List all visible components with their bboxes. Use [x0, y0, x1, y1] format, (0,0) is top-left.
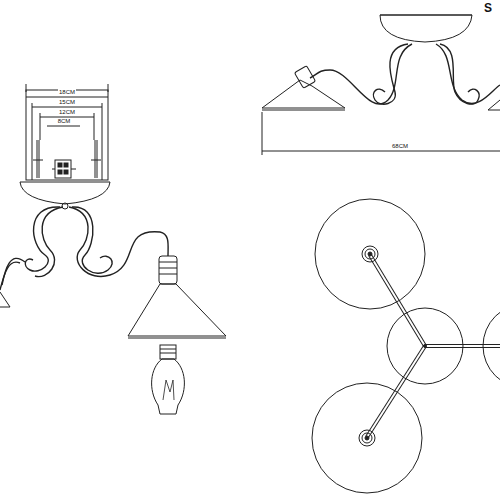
light-bulb — [152, 345, 185, 414]
dimension-label: 18CM — [58, 89, 76, 95]
front-view — [262, 15, 500, 155]
dimension-label: 15CM — [58, 99, 76, 105]
canopy — [20, 182, 110, 204]
lamp-arms — [0, 207, 168, 290]
dimension-label: 12CM — [58, 109, 76, 115]
dimension-label: 68CM — [391, 143, 409, 149]
lamp-shade — [128, 256, 226, 338]
top-view — [312, 199, 500, 493]
dimension-label: 8CM — [57, 118, 72, 124]
sheet-letter: S — [483, 2, 493, 14]
mounting-plate — [26, 84, 108, 180]
